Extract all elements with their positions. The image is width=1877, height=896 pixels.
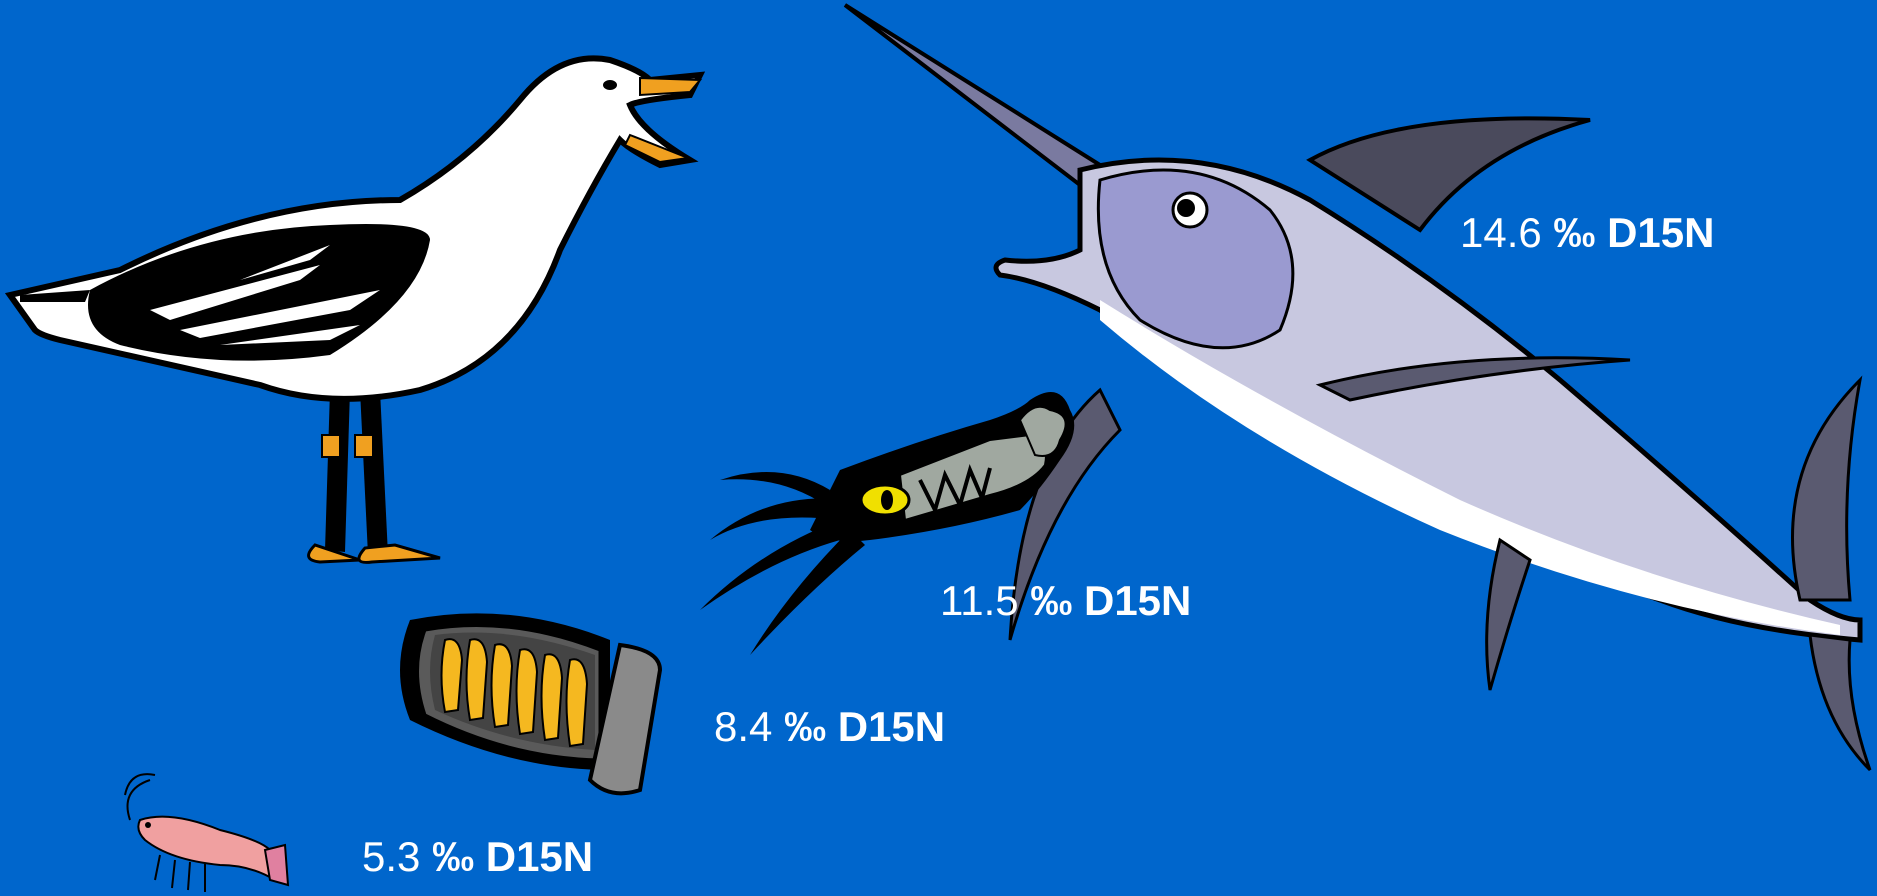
shrimp-d15n-unit: ‰ D15N xyxy=(432,833,593,880)
shrimp-d15n-label: 5.3 ‰ D15N xyxy=(362,836,593,878)
sardine-can-image xyxy=(390,600,670,810)
shrimp-image xyxy=(110,770,290,896)
squid-d15n-value: 11.5 xyxy=(940,577,1019,624)
sardines-d15n-label: 8.4 ‰ D15N xyxy=(714,706,945,748)
squid-d15n-unit: ‰ D15N xyxy=(1030,577,1191,624)
sardines-d15n-value: 8.4 xyxy=(714,703,772,750)
marlin-d15n-unit: ‰ D15N xyxy=(1553,209,1714,256)
marlin-d15n-label: 14.6 ‰ D15N xyxy=(1460,212,1714,254)
seagull-image xyxy=(0,40,720,570)
shrimp-d15n-value: 5.3 xyxy=(362,833,420,880)
marlin-d15n-value: 14.6 xyxy=(1460,209,1542,256)
sardines-d15n-unit: ‰ D15N xyxy=(784,703,945,750)
squid-d15n-label: 11.5 ‰ D15N xyxy=(940,580,1191,622)
